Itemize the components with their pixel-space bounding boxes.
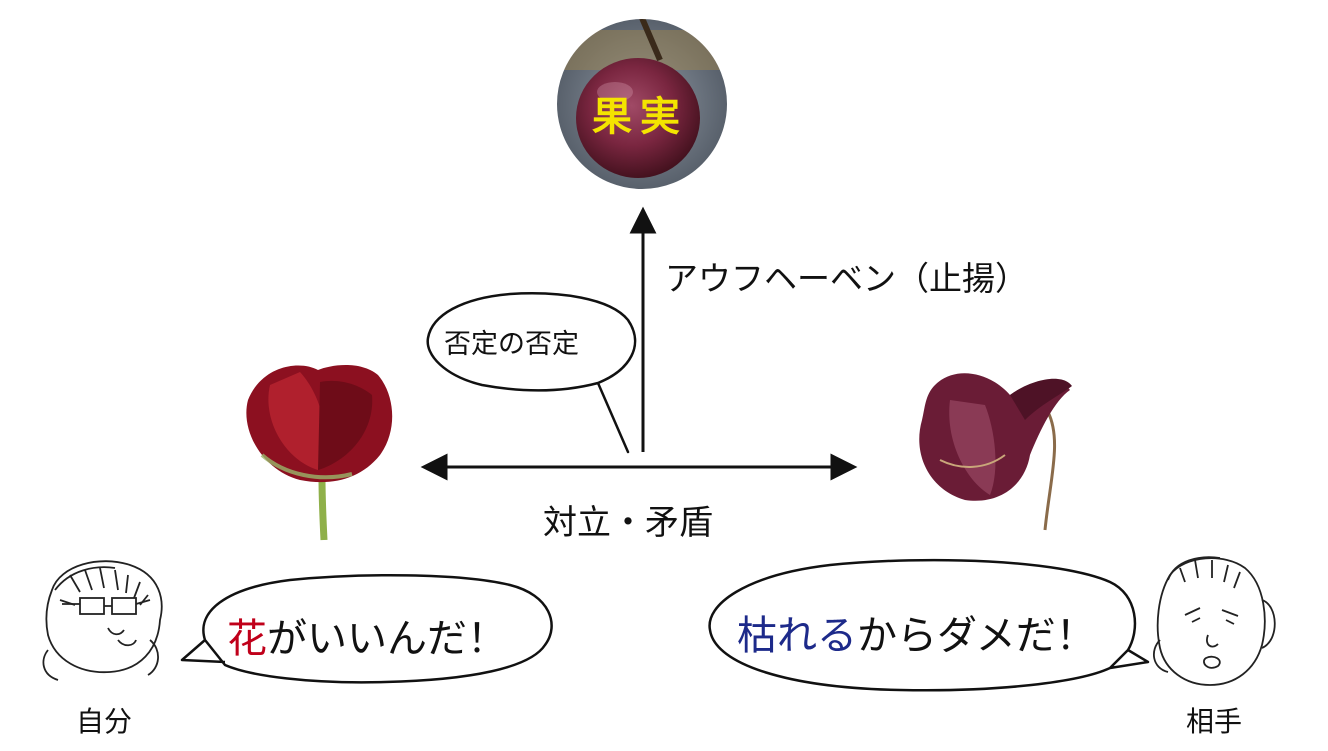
self-speech-highlight: 花 — [227, 616, 267, 662]
other-character-sketch — [1154, 557, 1275, 685]
fresh-flower-image — [246, 365, 392, 540]
fruit-label: 果実 — [592, 84, 688, 142]
aufheben-label: アウフヘーベン（止揚） — [665, 252, 1028, 300]
conflict-label: 対立・矛盾 — [543, 495, 713, 544]
other-speech-text: 枯れるからダメだ！ — [737, 603, 1096, 661]
other-caption: 相手 — [1186, 700, 1242, 740]
negation-bubble-text: 否定の否定 — [444, 322, 579, 361]
self-caption: 自分 — [76, 700, 132, 740]
other-speech-rest: からダメだ！ — [857, 613, 1096, 659]
self-speech-rest: がいいんだ！ — [267, 616, 507, 662]
negation-bubble-shape — [428, 293, 635, 452]
other-speech-highlight: 枯れる — [737, 613, 857, 659]
self-character-sketch — [43, 561, 161, 680]
withered-flower-image — [919, 373, 1072, 530]
self-speech-text: 花がいいんだ！ — [227, 606, 507, 664]
